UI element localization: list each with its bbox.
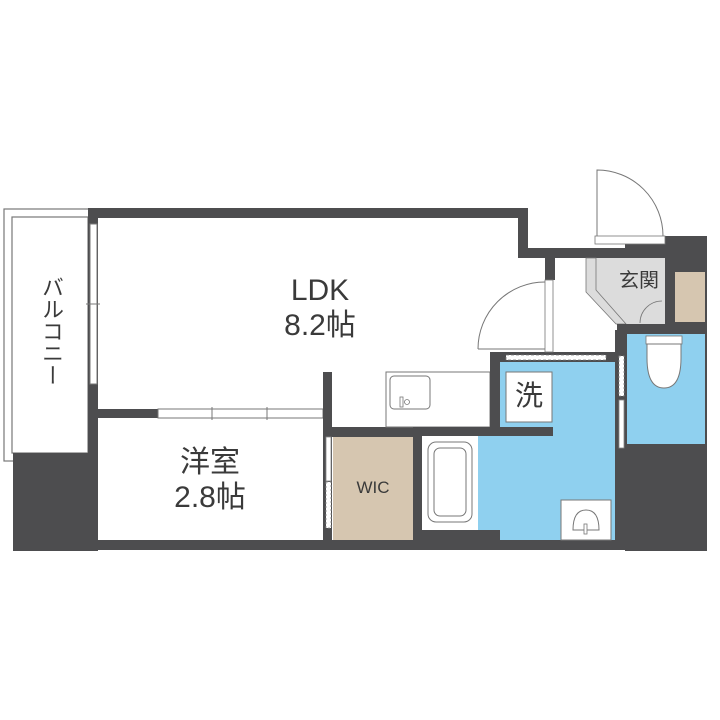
wall xyxy=(518,208,528,256)
balcony xyxy=(3,208,95,462)
washer-label: 洗 xyxy=(514,380,543,411)
wall-bottom xyxy=(88,540,618,550)
western-room-size: 2.8帖 xyxy=(174,480,246,514)
sliding-door xyxy=(157,408,324,419)
toilet xyxy=(646,343,682,389)
ldk-name: LDK xyxy=(290,274,350,307)
wic-label: WIC xyxy=(356,478,390,497)
balcony-label: バルコニー xyxy=(39,276,64,386)
wall xyxy=(545,248,555,280)
entrance-label: 玄関 xyxy=(619,270,659,292)
entrance xyxy=(596,258,665,324)
shoe-cabinet xyxy=(675,272,705,322)
western-room-label: 洋室 2.8帖 xyxy=(140,446,280,515)
entrance-door xyxy=(596,169,664,237)
ldk-size: 8.2帖 xyxy=(284,308,356,342)
kitchen-counter xyxy=(385,371,491,428)
ldk-label: LDK 8.2帖 xyxy=(250,274,390,343)
wall-block xyxy=(13,453,98,551)
wall-top xyxy=(88,208,528,218)
wall xyxy=(98,409,158,418)
wic-room xyxy=(333,437,413,540)
ldk-door xyxy=(477,281,546,350)
western-room-name: 洋室 xyxy=(180,446,240,479)
washer-space xyxy=(505,371,553,423)
